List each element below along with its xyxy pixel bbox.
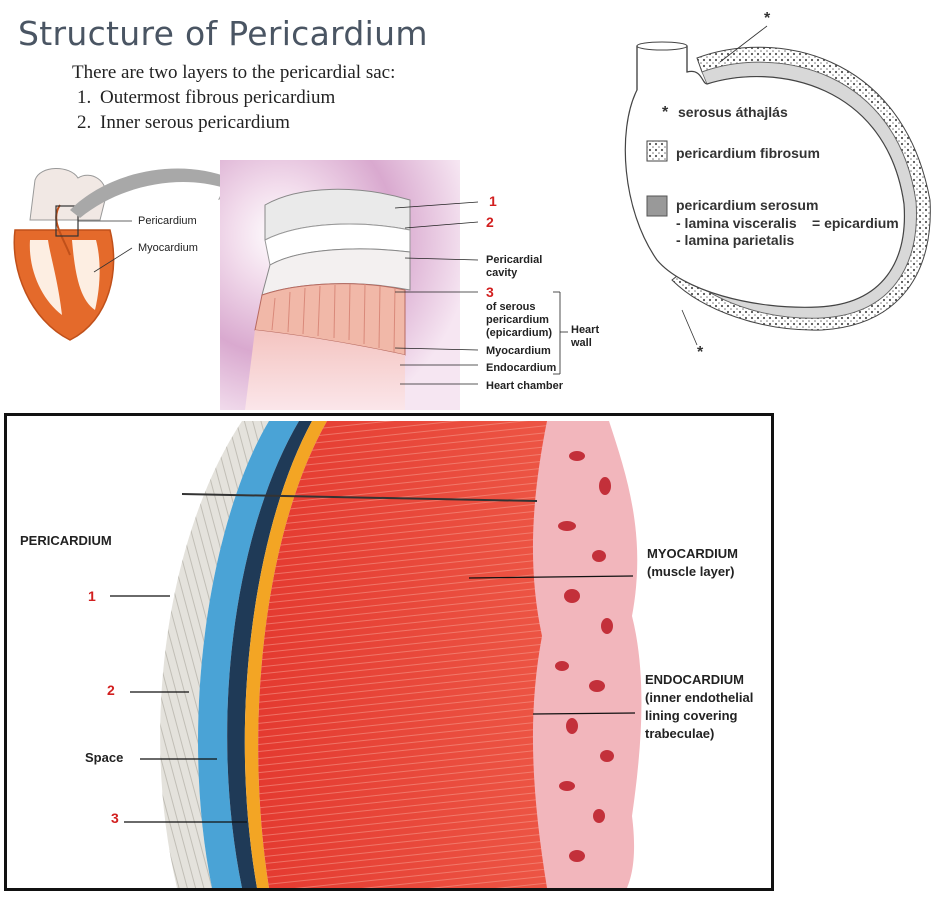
asterisk-top: * [764,10,771,27]
myocardium-heading: MYOCARDIUM (muscle layer) [647,545,738,581]
myocardium-label: Myocardium [138,242,198,254]
endocardium-title: ENDOCARDIUM [645,672,744,687]
heart-chamber-label: Heart chamber [486,380,564,392]
number-1-top: 1 [489,193,497,209]
asterisk-bottom: * [697,344,704,361]
number-3-bottom: 3 [111,810,119,826]
endo-desc-line-3: trabeculae) [645,726,715,741]
heart-wall-label: Heart wall [571,324,600,349]
intro-text: There are two layers to the pericardial … [72,62,396,83]
zoom-arrow [70,166,246,218]
muscle-layer-desc: (muscle layer) [647,564,735,579]
page-title: Structure of Pericardium [18,14,428,53]
trabeculae [555,451,614,862]
number-1-bottom: 1 [88,588,96,604]
intro-block: There are two layers to the pericardial … [72,60,452,135]
pericardium-heading: PERICARDIUM [20,533,112,548]
serosum-swatch [646,195,668,217]
number-3-top: 3 [486,284,494,300]
parietalis-label: - lamina parietalis [676,232,795,248]
fibrosum-swatch [646,140,668,162]
myocardium-right-label: Myocardium [486,345,551,357]
fibrosum-label: pericardium fibrosum [676,145,820,161]
pericardial-cavity-label: Pericardial cavity [486,254,543,279]
muscle-striations [271,283,396,353]
endo-desc-line-2: lining covering [645,708,738,723]
pericardium-schema [624,25,931,346]
serosum-label: pericardium serosum [676,197,819,213]
cardiac-wall-section [110,421,642,888]
space-label: Space [85,750,124,765]
asterisk-legend: * [662,104,669,121]
serous-pericardium-label: of serous pericardium (epicardium) [486,301,553,339]
endocardium-heading: ENDOCARDIUM (inner endothelial lining co… [645,671,753,743]
serosus-label: serosus áthajlás [678,104,788,120]
endocardium-right-label: Endocardium [486,362,557,374]
bottom-frame [4,413,774,891]
layer-item-1: Outermost fibrous pericardium [96,85,452,110]
layer-list: Outermost fibrous pericardium Inner sero… [72,85,452,135]
number-2-bottom: 2 [107,682,115,698]
visceralis-label: - lamina visceralis [676,215,797,231]
number-2-top: 2 [486,214,494,230]
heart-wall-diagram [13,160,568,410]
layer-item-2: Inner serous pericardium [96,110,452,135]
pericardium-label: Pericardium [138,215,197,227]
epicardium-label: = epicardium [812,215,899,231]
myocardium-title: MYOCARDIUM [647,546,738,561]
endo-desc-line-1: (inner endothelial [645,690,754,705]
